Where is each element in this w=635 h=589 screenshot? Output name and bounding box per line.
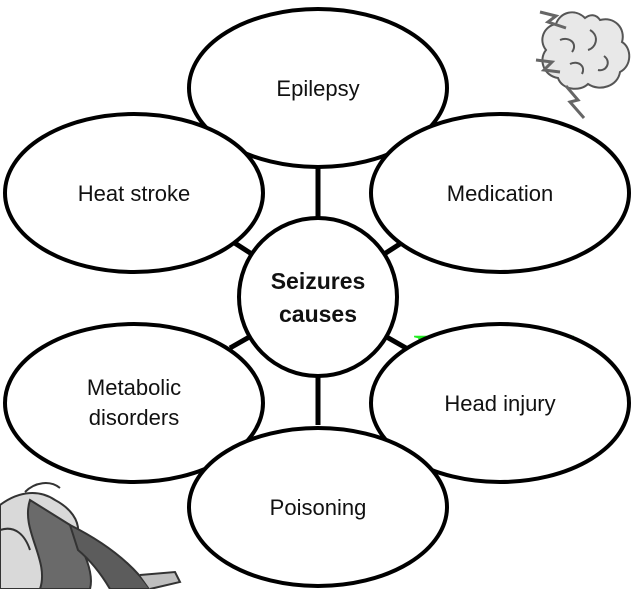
node-poisoning-label: Poisoning	[270, 495, 367, 520]
node-center-shape	[239, 218, 397, 376]
node-heat-stroke: Heat stroke	[5, 114, 263, 272]
node-head-injury-label: Head injury	[444, 391, 555, 416]
node-metabolic-label-line2: disorders	[89, 405, 179, 430]
person-seizure-illustration	[0, 483, 180, 589]
node-epilepsy-label: Epilepsy	[276, 76, 359, 101]
node-medication-label: Medication	[447, 181, 553, 206]
brain-with-lightning-icon	[536, 12, 629, 118]
node-medication: Medication	[371, 114, 629, 272]
center-label-line1: Seizures	[271, 268, 366, 294]
center-label-line2: causes	[279, 301, 357, 327]
node-poisoning: Poisoning	[189, 428, 447, 586]
node-metabolic-label-line1: Metabolic	[87, 375, 181, 400]
node-heat-stroke-label: Heat stroke	[78, 181, 191, 206]
node-center: Seizures causes	[239, 218, 397, 376]
